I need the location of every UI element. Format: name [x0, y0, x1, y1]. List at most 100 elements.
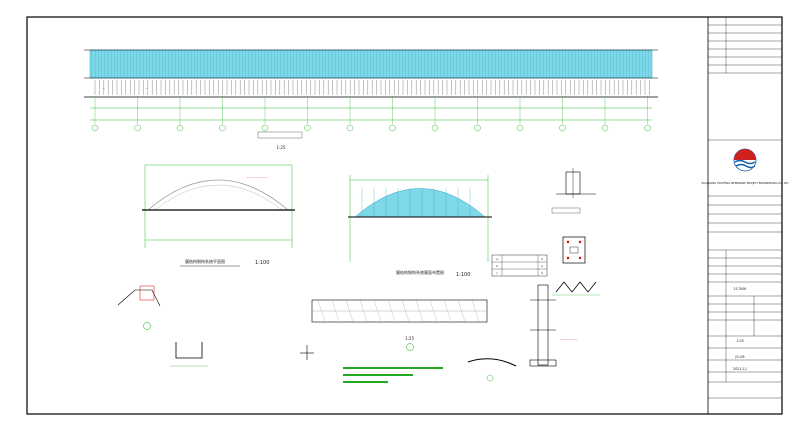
- legend-qty-1: 4: [541, 257, 543, 261]
- bolt-3: [566, 256, 570, 260]
- axis-bubbles: [91, 97, 651, 132]
- gutter-section-detail: [170, 342, 208, 367]
- membrane-plan-title: 膜结构钢构系统膜面布置图: [396, 269, 444, 275]
- section-foot: [529, 359, 557, 367]
- truss-diagonal: [331, 299, 340, 323]
- legend-code-2: b: [496, 264, 498, 268]
- logo-wave-1: [734, 159, 756, 165]
- axis-bubble: [91, 124, 99, 132]
- elevation-label-box: [257, 131, 303, 139]
- plan-red-note: —— —————: [246, 175, 268, 179]
- small-mark-detail: [300, 345, 314, 360]
- legend-qty-2: 4: [541, 264, 543, 268]
- main-elevation: 1:25 — —: [84, 49, 658, 150]
- membrane-surface: [354, 188, 486, 218]
- bolt-plate-detail: [562, 236, 586, 264]
- axis-bubble: [559, 124, 566, 132]
- truss-diagonal: [401, 299, 410, 323]
- arch-roof-plan: —— ————— 膜结构钢构系统平面图 1:100: [142, 164, 295, 267]
- legend-code-3: c: [496, 271, 498, 275]
- legend-code-1: a: [496, 257, 498, 261]
- axis-bubble: [346, 124, 354, 132]
- drawing-number: JG-06: [734, 355, 744, 359]
- axis-bubble: [134, 124, 141, 132]
- plan-title: 膜结构钢构系统平面图: [185, 258, 225, 264]
- bolt-4: [578, 256, 582, 260]
- scale-value: 1:25: [736, 339, 744, 343]
- truss-diagonal: [415, 299, 424, 323]
- corner-detail-left: [117, 285, 161, 330]
- main-elevation-scale: 1:25: [277, 145, 286, 150]
- fence-posts: [94, 80, 650, 95]
- plan-arch-curve: [147, 179, 289, 211]
- membrane-plan-scale: 1:100: [456, 272, 470, 278]
- gutter-wave-detail: [552, 281, 600, 296]
- truss-diagonal: [471, 299, 480, 323]
- plan-scale: 1:100: [255, 260, 269, 266]
- curved-gutter-detail: [467, 358, 517, 382]
- title-block: ZHANJIANG YIDAFENG MEMBRANE PROJECT ENGI…: [701, 16, 789, 415]
- truss-diagonal: [443, 299, 452, 323]
- axis-bubble: [431, 124, 439, 132]
- truss-diagonal: [387, 299, 396, 323]
- red-note-2: —: [145, 86, 148, 90]
- axis-bubble: [644, 124, 651, 132]
- axis-bubble: [176, 124, 184, 132]
- column-detail: [551, 168, 596, 214]
- bolt-1: [566, 240, 570, 244]
- section-column: [537, 284, 549, 366]
- red-note-1: —: [102, 86, 105, 90]
- truss-diagonal: [345, 299, 354, 323]
- arch-membrane-plan: 膜结构钢构系统膜面布置图 1:100: [348, 175, 492, 278]
- note-line-3: [343, 381, 388, 383]
- title-block-grid: [708, 16, 782, 415]
- logo-wave-2: [735, 163, 756, 169]
- truss-diagonal: [429, 299, 438, 323]
- curved-gutter-bubble: [486, 374, 494, 382]
- company-logo: [733, 148, 757, 172]
- truss-scale: 1:25: [405, 336, 414, 341]
- truss-diagonal: [373, 299, 382, 323]
- logo-sun: [734, 149, 756, 160]
- truss-bubble: [406, 343, 414, 351]
- axis-bubble: [516, 124, 524, 132]
- legend-table: a 4 b 4 c 4: [491, 254, 548, 277]
- truss-diagonal: [359, 299, 368, 323]
- membrane-ribs: [361, 188, 471, 217]
- gutter-wave: [555, 281, 597, 293]
- truss-beam-detail: 1:25: [311, 299, 488, 351]
- corner-profile: [117, 289, 161, 307]
- axis-bubble: [219, 124, 226, 132]
- axis-bubble: [389, 124, 396, 132]
- note-line-2: [343, 374, 413, 376]
- general-notes: [343, 367, 443, 383]
- sheet-border: [26, 16, 783, 415]
- drawing-date: 2021.11: [733, 367, 747, 371]
- membrane-vertical-lines: [91, 50, 649, 78]
- truss-diagonal: [317, 299, 326, 323]
- corner-bubble: [143, 322, 151, 330]
- bolt-2: [578, 240, 582, 244]
- legend-frame: [491, 254, 548, 277]
- axis-bubble: [601, 124, 609, 132]
- gutter-profile: [175, 342, 203, 359]
- vertical-section-detail: ——————: [529, 284, 578, 367]
- curved-gutter: [467, 358, 517, 367]
- bolt-plate: [562, 236, 586, 264]
- sheet-number: 217006: [734, 287, 747, 291]
- truss-diagonal: [457, 299, 466, 323]
- axis-bubble: [474, 124, 481, 132]
- axis-bubble: [304, 124, 311, 132]
- section-red-note: ——————: [560, 337, 578, 341]
- membrane-band: [89, 49, 653, 79]
- truss-diagonals: [317, 299, 480, 323]
- axis-bubble: [261, 124, 269, 132]
- plan-arch-curve-inner: [154, 184, 283, 211]
- legend-qty-3: 4: [541, 271, 543, 275]
- column-detail-label: [551, 207, 581, 214]
- corner-block: [139, 285, 155, 301]
- company-name-en: ZHANJIANG YIDAFENG MEMBRANE PROJECT ENGI…: [701, 181, 788, 185]
- bolt-plate-core: [569, 246, 579, 254]
